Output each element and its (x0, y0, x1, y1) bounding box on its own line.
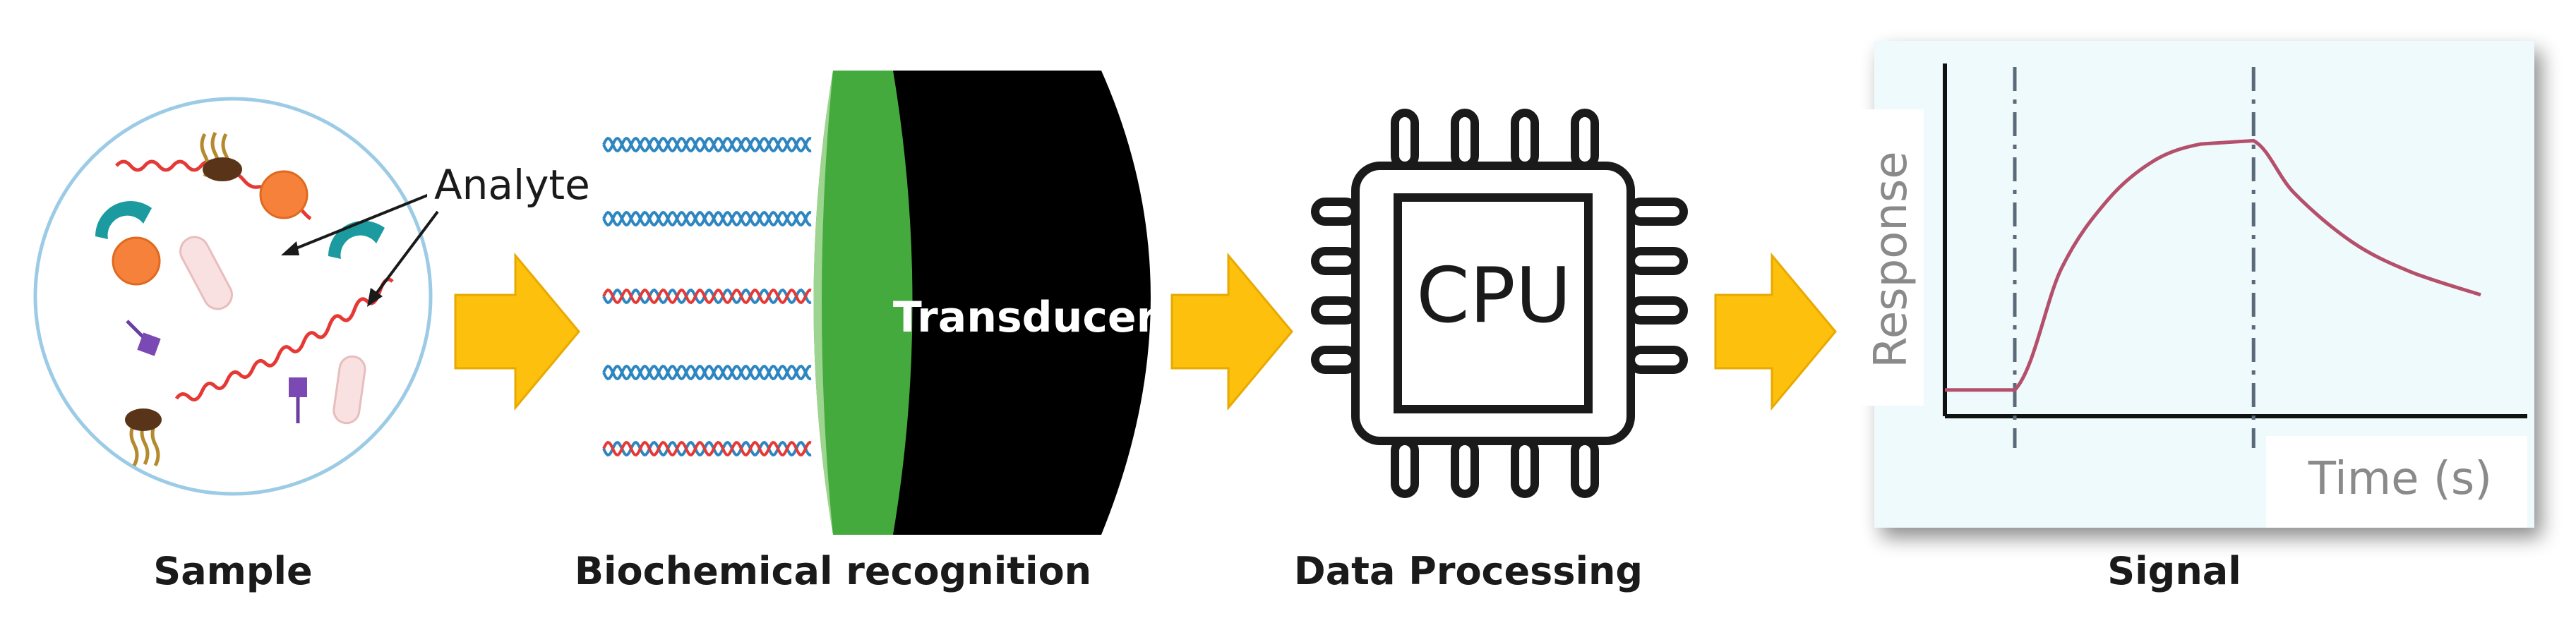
cpu-label: CPU (1416, 252, 1571, 340)
cpu-pin (1395, 441, 1415, 494)
flow-arrow-icon (455, 255, 579, 408)
transducer-label: Transducer (893, 293, 1158, 342)
cpu-pin (1455, 113, 1475, 166)
cpu-pin (1395, 113, 1415, 166)
chart-ylabel: Response (1865, 151, 1917, 368)
cpu-pin (1631, 251, 1684, 271)
signal-chart: Response Time (s) (1853, 41, 2534, 528)
cpu-pin (1315, 202, 1355, 222)
sample-caption: Sample (92, 543, 374, 600)
cpu-pin (1575, 441, 1595, 494)
signal-caption: Signal (2033, 543, 2316, 600)
recognition-caption: Biochemical recognition (551, 543, 1115, 600)
dna-strand-icon (604, 212, 811, 225)
cpu-pin (1631, 350, 1684, 370)
cpu-pin (1515, 441, 1535, 494)
analyte-label: Analyte (434, 161, 590, 209)
cpu-pin (1455, 441, 1475, 494)
dna-strand-icon (604, 138, 811, 151)
flow-arrow-icon (1172, 255, 1292, 408)
cpu-pin (1631, 202, 1684, 222)
cpu-pin (1315, 301, 1355, 320)
cpu-pin (1515, 113, 1535, 166)
cpu-pin (1631, 301, 1684, 320)
cpu-pin (1315, 251, 1355, 271)
chart-xlabel: Time (s) (2308, 453, 2492, 505)
processing-caption: Data Processing (1257, 543, 1680, 600)
orange-particle-icon (260, 171, 307, 218)
dna-strand-icon (604, 290, 811, 303)
transducer-icon: Transducer (814, 71, 1158, 535)
flow-arrow-icon (1715, 255, 1835, 408)
orange-particle-icon (113, 238, 160, 284)
dna-strand-icon (604, 442, 811, 455)
dna-strand-icon (604, 366, 811, 379)
dna-strand-group (604, 138, 811, 455)
cpu-pin (1315, 350, 1355, 370)
cpu-pin (1575, 113, 1595, 166)
